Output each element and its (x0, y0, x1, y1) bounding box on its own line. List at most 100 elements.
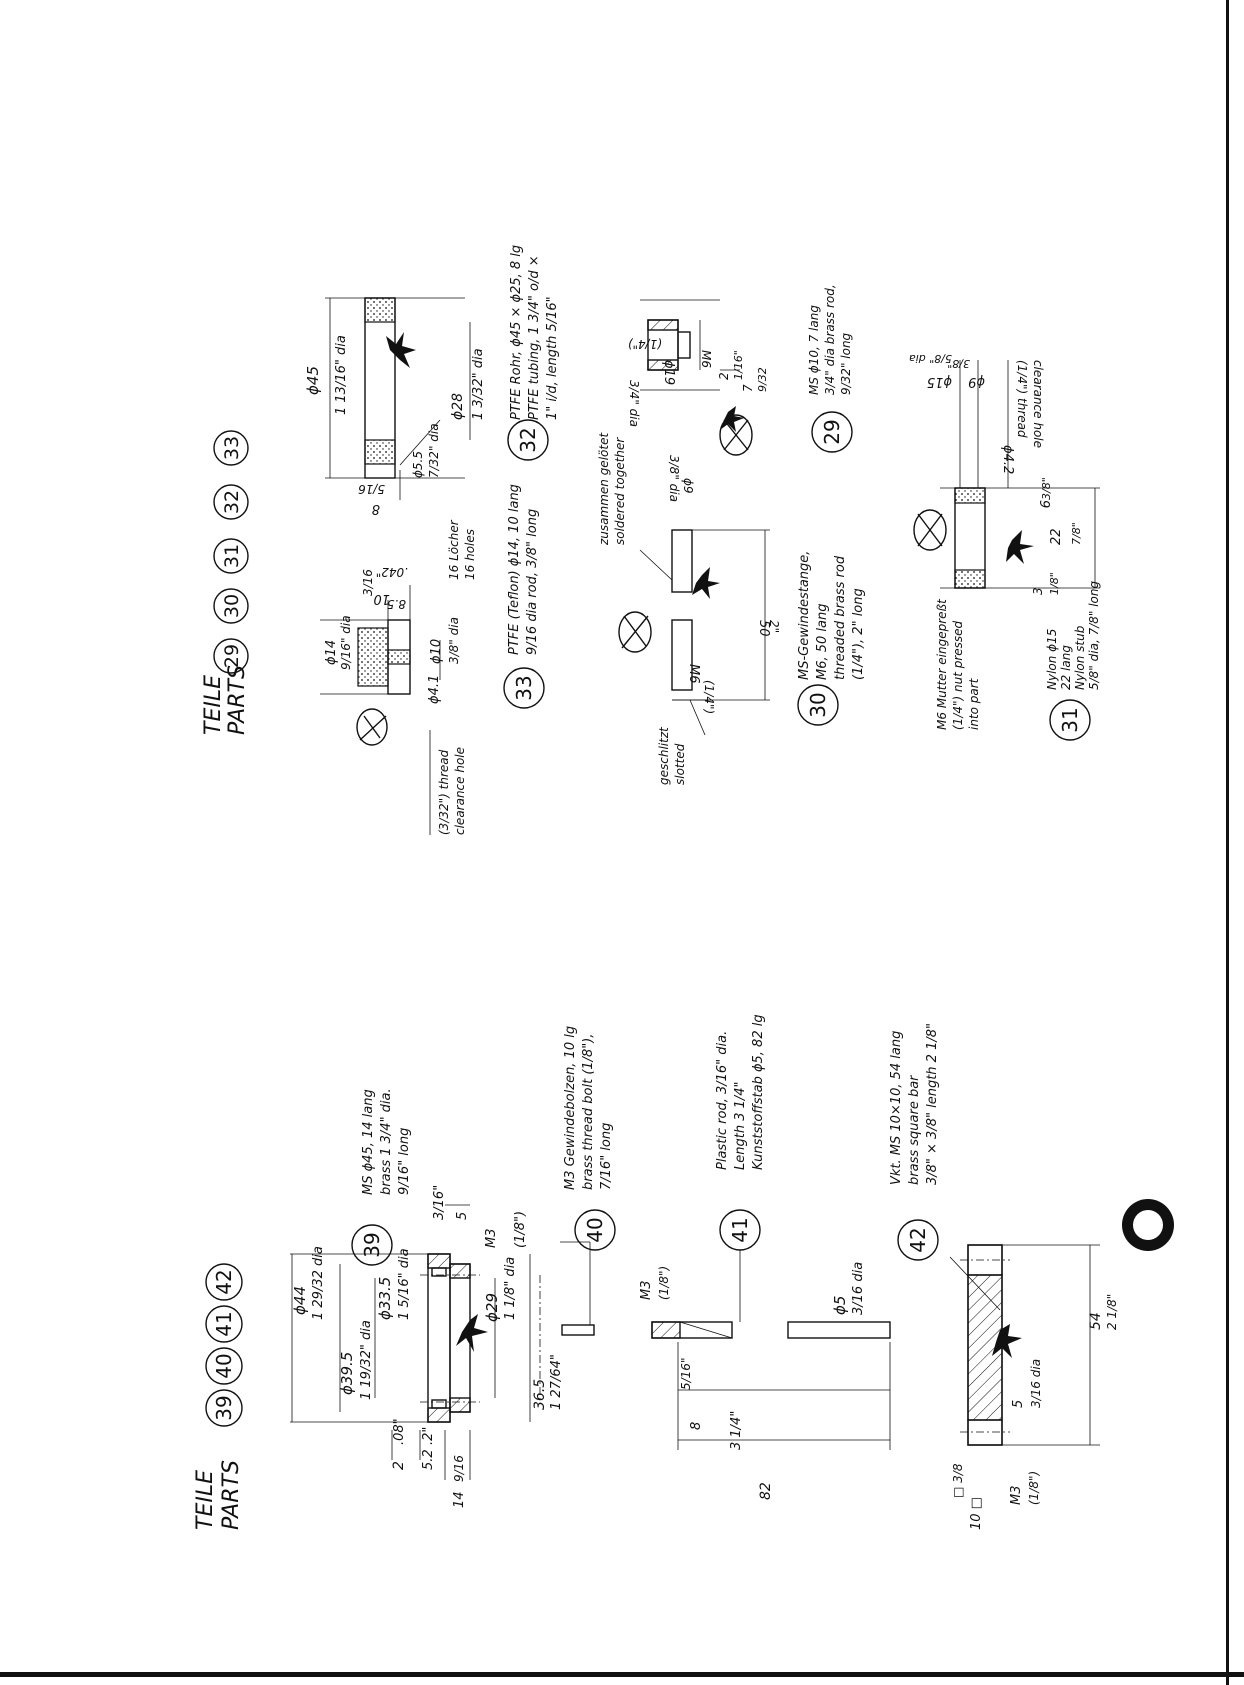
p41-dim-5: ϕ5 (831, 1296, 849, 1315)
p42-dim-m3-in: (1/8") (1027, 1471, 1041, 1505)
p39-dim-2in: .2" (421, 1427, 436, 1445)
p39-dim-5-2: 5.2 (421, 1449, 436, 1470)
p32-note-1: PTFE Rohr, ϕ45 × ϕ25, 8 lg (509, 245, 524, 420)
p33-dim-4-1: ϕ4.1 (427, 675, 442, 704)
p30-label-geschlitzt: geschlitzt (657, 726, 671, 785)
p31-label-nut-de: M6 Mutter eingepreßt (935, 598, 949, 730)
p41-dim-8: 8 (689, 1422, 704, 1430)
p29-dim-9: ϕ9 (681, 478, 695, 494)
p33-label-clearance: clearance hole (453, 747, 467, 835)
part-42-drawing: 54 2 1/8" 5 3/16 dia □ 3/8 10 □ M3 (1/8"… (889, 1023, 1119, 1530)
p31-dim-3-8: 3/8" (1040, 477, 1053, 500)
part-30-drawing: M6 (1/4") 50 2" geschlitzt slotted zusam… (597, 432, 866, 785)
part-39-drawing: ϕ44 1 29/32 dia ϕ39.5 1 19/32" dia ϕ33.5… (290, 1088, 564, 1508)
p31-label-clearance: clearance hole (1031, 360, 1045, 448)
right-sheet: TEILE PARTS 29 30 31 32 33 ϕ14 9/16" dia… (201, 245, 1101, 835)
binder-hole-icon (1122, 1199, 1174, 1251)
p32-dim-5-5: ϕ5.5 (411, 451, 425, 478)
p32-dim-28: ϕ28 (450, 393, 466, 420)
p29-number: 29 (820, 419, 844, 444)
p41-note-2: Length 3 1/4" (733, 1081, 748, 1170)
p31-dim-22: 22 (1049, 528, 1064, 545)
p42-dim-10sq: 10 □ (969, 1497, 984, 1530)
p42-dim-3-8sq: □ 3/8 (951, 1463, 965, 1498)
p32-note-2: PTFE tubing, 1 3/4" o/d × (527, 255, 542, 420)
p30-dim-50: 50 (756, 620, 771, 637)
p33-dim-3-16: 3/16 (361, 569, 375, 596)
left-header-pn-41: 41 (212, 1311, 236, 1336)
p33-dim-10: ϕ10 (429, 639, 444, 664)
right-title-en: PARTS (225, 665, 250, 735)
p39-note-1: MS ϕ45, 14 lang (361, 1089, 376, 1195)
right-header-pn-33: 33 (221, 436, 243, 460)
left-header-pn-42: 42 (212, 1269, 236, 1294)
p31-dim-15: ϕ15 (927, 374, 952, 389)
p33-note-1: PTFE (Teflon) ϕ14, 10 lang (507, 484, 522, 655)
part-31-drawing: ϕ15 5/8" dia ϕ9 3/8" ϕ4.2 9 3/8" 22 7/8"… (909, 352, 1101, 741)
p33-label-thread: (3/32") thread (437, 749, 451, 835)
p41-note-1: Plastic rod, 3/16" dia. (715, 1031, 730, 1170)
left-header-part-numbers: 39 40 41 42 (205, 1263, 243, 1427)
p30-label-zusammen: zusammen gelötet (597, 432, 611, 546)
p31-dim-9b: 9 (1036, 500, 1051, 508)
p32-dim-5-16: 5/16 (358, 482, 385, 496)
p33-dim-8-5: 8.5 (387, 597, 406, 611)
p30-dim-m6-in: (1/4") (702, 680, 716, 714)
p40-note-3: 7/16" long (599, 1123, 614, 1190)
p29-dim-19-in: 3/4" dia (627, 380, 641, 427)
p30-label-slotted: slotted (673, 743, 687, 785)
p42-dim-m3: M3 (1009, 1486, 1024, 1506)
p41-dim-3-1-4: 3 1/4" (729, 1411, 744, 1450)
left-sheet: TEILE PARTS 39 40 41 42 (193, 1014, 1174, 1530)
p40-note-2: brass thread bolt (1/8"), (581, 1034, 596, 1191)
part-29-drawing: ϕ19 3/4" dia M6 (1/4") ϕ9 3/8" dia 2 1/1… (627, 284, 853, 502)
p33-label-16-loecher: 16 Löcher (447, 519, 461, 580)
p31-dim-9-in: 3/8" (947, 357, 970, 370)
p29-note-2: 3/4" dia brass rod, (823, 284, 837, 395)
p30-marker-icon (618, 611, 652, 653)
p33-dim-14-in: 9/16" dia (339, 615, 353, 670)
p39-dim-36-5: 36.5 (532, 1379, 548, 1410)
p42-dim-5: 5 (1011, 1400, 1026, 1408)
p31-label-thread: (1/4") thread (1015, 360, 1029, 438)
p29-note-1: MS ϕ10, 7 lang (807, 305, 821, 395)
p32-dim-5-5-in: 7/32" dia (427, 423, 441, 478)
right-header-pn-29: 29 (221, 644, 243, 668)
p41-dim-82: 82 (758, 1482, 774, 1500)
p39-dim-29: ϕ29 (483, 1293, 501, 1322)
right-header-pn-32: 32 (221, 490, 243, 514)
left-title-de: TEILE (193, 1470, 218, 1530)
p29-marker-icon (719, 414, 753, 456)
p39-number: 39 (360, 1232, 384, 1257)
p40-number: 40 (583, 1217, 607, 1242)
p33-dim-14: ϕ14 (324, 640, 339, 665)
p31-note-4: 5/8" dia, 7/8" long (1087, 580, 1101, 690)
part-40-drawing: 40 M3 Gewindebolzen, 10 lg brass thread … (560, 1026, 616, 1336)
right-header-pn-31: 31 (221, 544, 243, 568)
p42-note-3: 3/8" × 3/8" length 2 1/8" (925, 1023, 940, 1185)
p39-note-3: 9/16" long (397, 1128, 412, 1195)
p33-marker-icon (356, 708, 388, 746)
p33-dim-10b: 10 (373, 591, 390, 606)
p31-dim-3: 3 (1031, 587, 1045, 595)
p42-dim-54: 54 (1088, 1312, 1104, 1330)
p30-number: 30 (806, 692, 830, 717)
p29-dim-m6-in: (1/4") (628, 337, 662, 351)
p32-dim-28-in: 1 3/32" dia (471, 348, 486, 420)
p30-dim-2in: 2" (767, 620, 781, 633)
p32-dim-8: 8 (372, 501, 380, 516)
p39-dim-44: ϕ44 (291, 1286, 309, 1315)
p39-dim-44-in: 1 29/32 dia (311, 1246, 326, 1320)
p40-note-1: M3 Gewindebolzen, 10 lg (563, 1026, 578, 1190)
p41-dim-5-in: 3/16 dia (851, 1262, 866, 1315)
left-title-en: PARTS (219, 1460, 244, 1530)
left-header-pn-39: 39 (212, 1395, 236, 1420)
p41-dim-m3: M3 (639, 1281, 654, 1301)
p33-label-16-holes: 16 holes (463, 529, 477, 580)
p42-dim-5-in: 3/16 dia (1029, 1359, 1043, 1408)
right-header-pn-30: 30 (221, 594, 243, 618)
p31-note-1: Nylon ϕ15 (1045, 629, 1059, 690)
p31-dim-7-8: 7/8" (1070, 522, 1083, 545)
left-header-pn-40: 40 (212, 1353, 236, 1378)
